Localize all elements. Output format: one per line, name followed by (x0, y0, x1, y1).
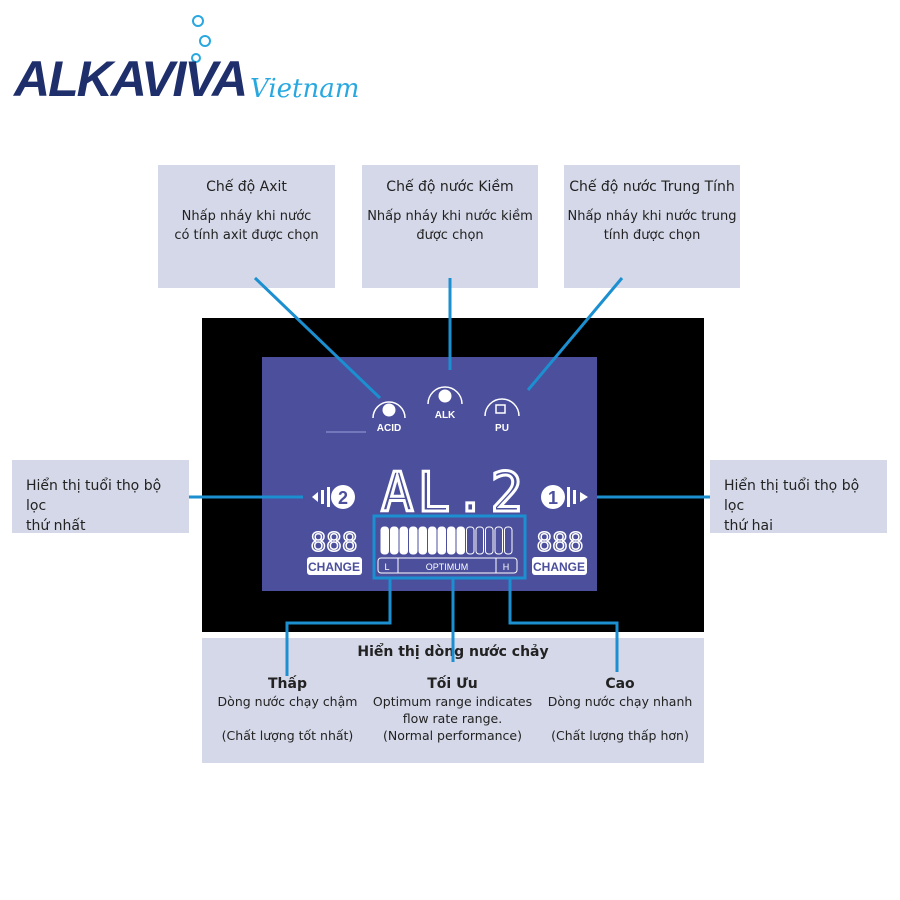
filter1-number: 1 (548, 488, 558, 508)
flow-bar (380, 526, 389, 555)
flow-bars (380, 526, 513, 555)
logo: ALKAVIVA Vietnam (14, 14, 364, 114)
filter2-indicator: 2 (312, 485, 355, 509)
flow-bar (409, 526, 418, 555)
logo-bubbles-icon (191, 15, 211, 63)
flow-bar (494, 526, 503, 555)
filter1-change-label: CHANGE (533, 560, 585, 574)
alk-icon: ALK (427, 386, 463, 421)
alk-desc2: được chọn (416, 228, 484, 243)
flow-high: Cao Dòng nước chạy nhanh (Chất lượng thấ… (545, 676, 695, 744)
pu-desc2: tính được chọn (603, 228, 701, 243)
filter1-line2: thứ nhất (26, 518, 86, 534)
high-l2: (Chất lượng thấp hơn) (551, 728, 689, 743)
pu-icon: PU (484, 398, 520, 434)
acid-icon: ACID (372, 401, 406, 434)
alk-mode-box: Chế độ nước Kiềm Nhấp nháy khi nước kiềm… (362, 165, 538, 288)
high-head: Cao (605, 676, 635, 692)
flow-high-label: H (503, 562, 510, 572)
opt-l3: (Normal performance) (382, 728, 522, 743)
flow-bar (456, 526, 465, 555)
flow-bar (399, 526, 408, 555)
filter1-box: Hiển thị tuổi thọ bộ lọc thứ nhất (12, 460, 189, 534)
flow-bar (504, 526, 513, 555)
flow-bar (418, 526, 427, 555)
mode-icons: ACID ALK PU (372, 386, 520, 434)
main-display: AL.2 (381, 461, 527, 524)
alk-title: Chế độ nước Kiềm (386, 179, 514, 195)
filter1-digits: 888 (537, 528, 584, 558)
pu-title: Chế độ nước Trung Tính (569, 179, 735, 195)
low-l1: Dòng nước chạy chậm (217, 694, 358, 709)
pu-mode-box: Chế độ nước Trung Tính Nhấp nháy khi nướ… (564, 165, 740, 288)
acid-mode-box: Chế độ Axit Nhấp nháy khi nước có tính ax… (158, 165, 335, 288)
filter2-line2: thứ hai (724, 518, 774, 534)
low-head: Thấp (268, 676, 307, 692)
flow-optimum-label: OPTIMUM (426, 562, 469, 572)
pu-desc1: Nhấp nháy khi nước trung (567, 209, 737, 224)
flow-bar (447, 526, 456, 555)
flow-bar (475, 526, 484, 555)
opt-head: Tối Ưu (427, 676, 478, 692)
filter2-box: Hiển thị tuổi thọ bộ lọc thứ hai (710, 460, 887, 534)
filter2-line1: Hiển thị tuổi thọ bộ lọc (724, 478, 860, 514)
flow-bar (390, 526, 399, 555)
flow-low: Thấp Dòng nước chạy chậm (Chất lượng tốt… (210, 676, 365, 744)
acid-desc1: Nhấp nháy khi nước (181, 209, 312, 224)
filter2-number: 2 (338, 488, 348, 508)
flow-low-label: L (384, 562, 389, 572)
acid-label: ACID (377, 423, 401, 434)
logo-brand: ALKAVIVA (14, 51, 248, 107)
low-l2: (Chất lượng tốt nhất) (221, 728, 354, 743)
acid-title: Chế độ Axit (206, 179, 287, 195)
alk-desc1: Nhấp nháy khi nước kiềm (367, 209, 533, 224)
filter2-digits: 888 (311, 528, 358, 558)
filter1-line1: Hiển thị tuổi thọ bộ lọc (26, 478, 162, 514)
logo-suffix: Vietnam (250, 74, 360, 104)
filter2-change-label: CHANGE (308, 560, 360, 574)
flow-bar (437, 526, 446, 555)
acid-desc2: có tính axit được chọn (174, 228, 319, 243)
flow-opt: Tối Ưu Optimum range indicates flow rate… (370, 676, 535, 744)
filter1-indicator: 1 (541, 485, 588, 509)
opt-l2: flow rate range. (402, 711, 503, 726)
alk-label: ALK (435, 410, 456, 421)
flow-bar (485, 526, 494, 555)
pu-label: PU (495, 423, 509, 434)
connector-lines (189, 276, 710, 676)
flow-bar (428, 526, 437, 555)
high-l1: Dòng nước chạy nhanh (547, 694, 693, 709)
flow-bar (466, 526, 475, 555)
opt-l1: Optimum range indicates (372, 694, 533, 709)
